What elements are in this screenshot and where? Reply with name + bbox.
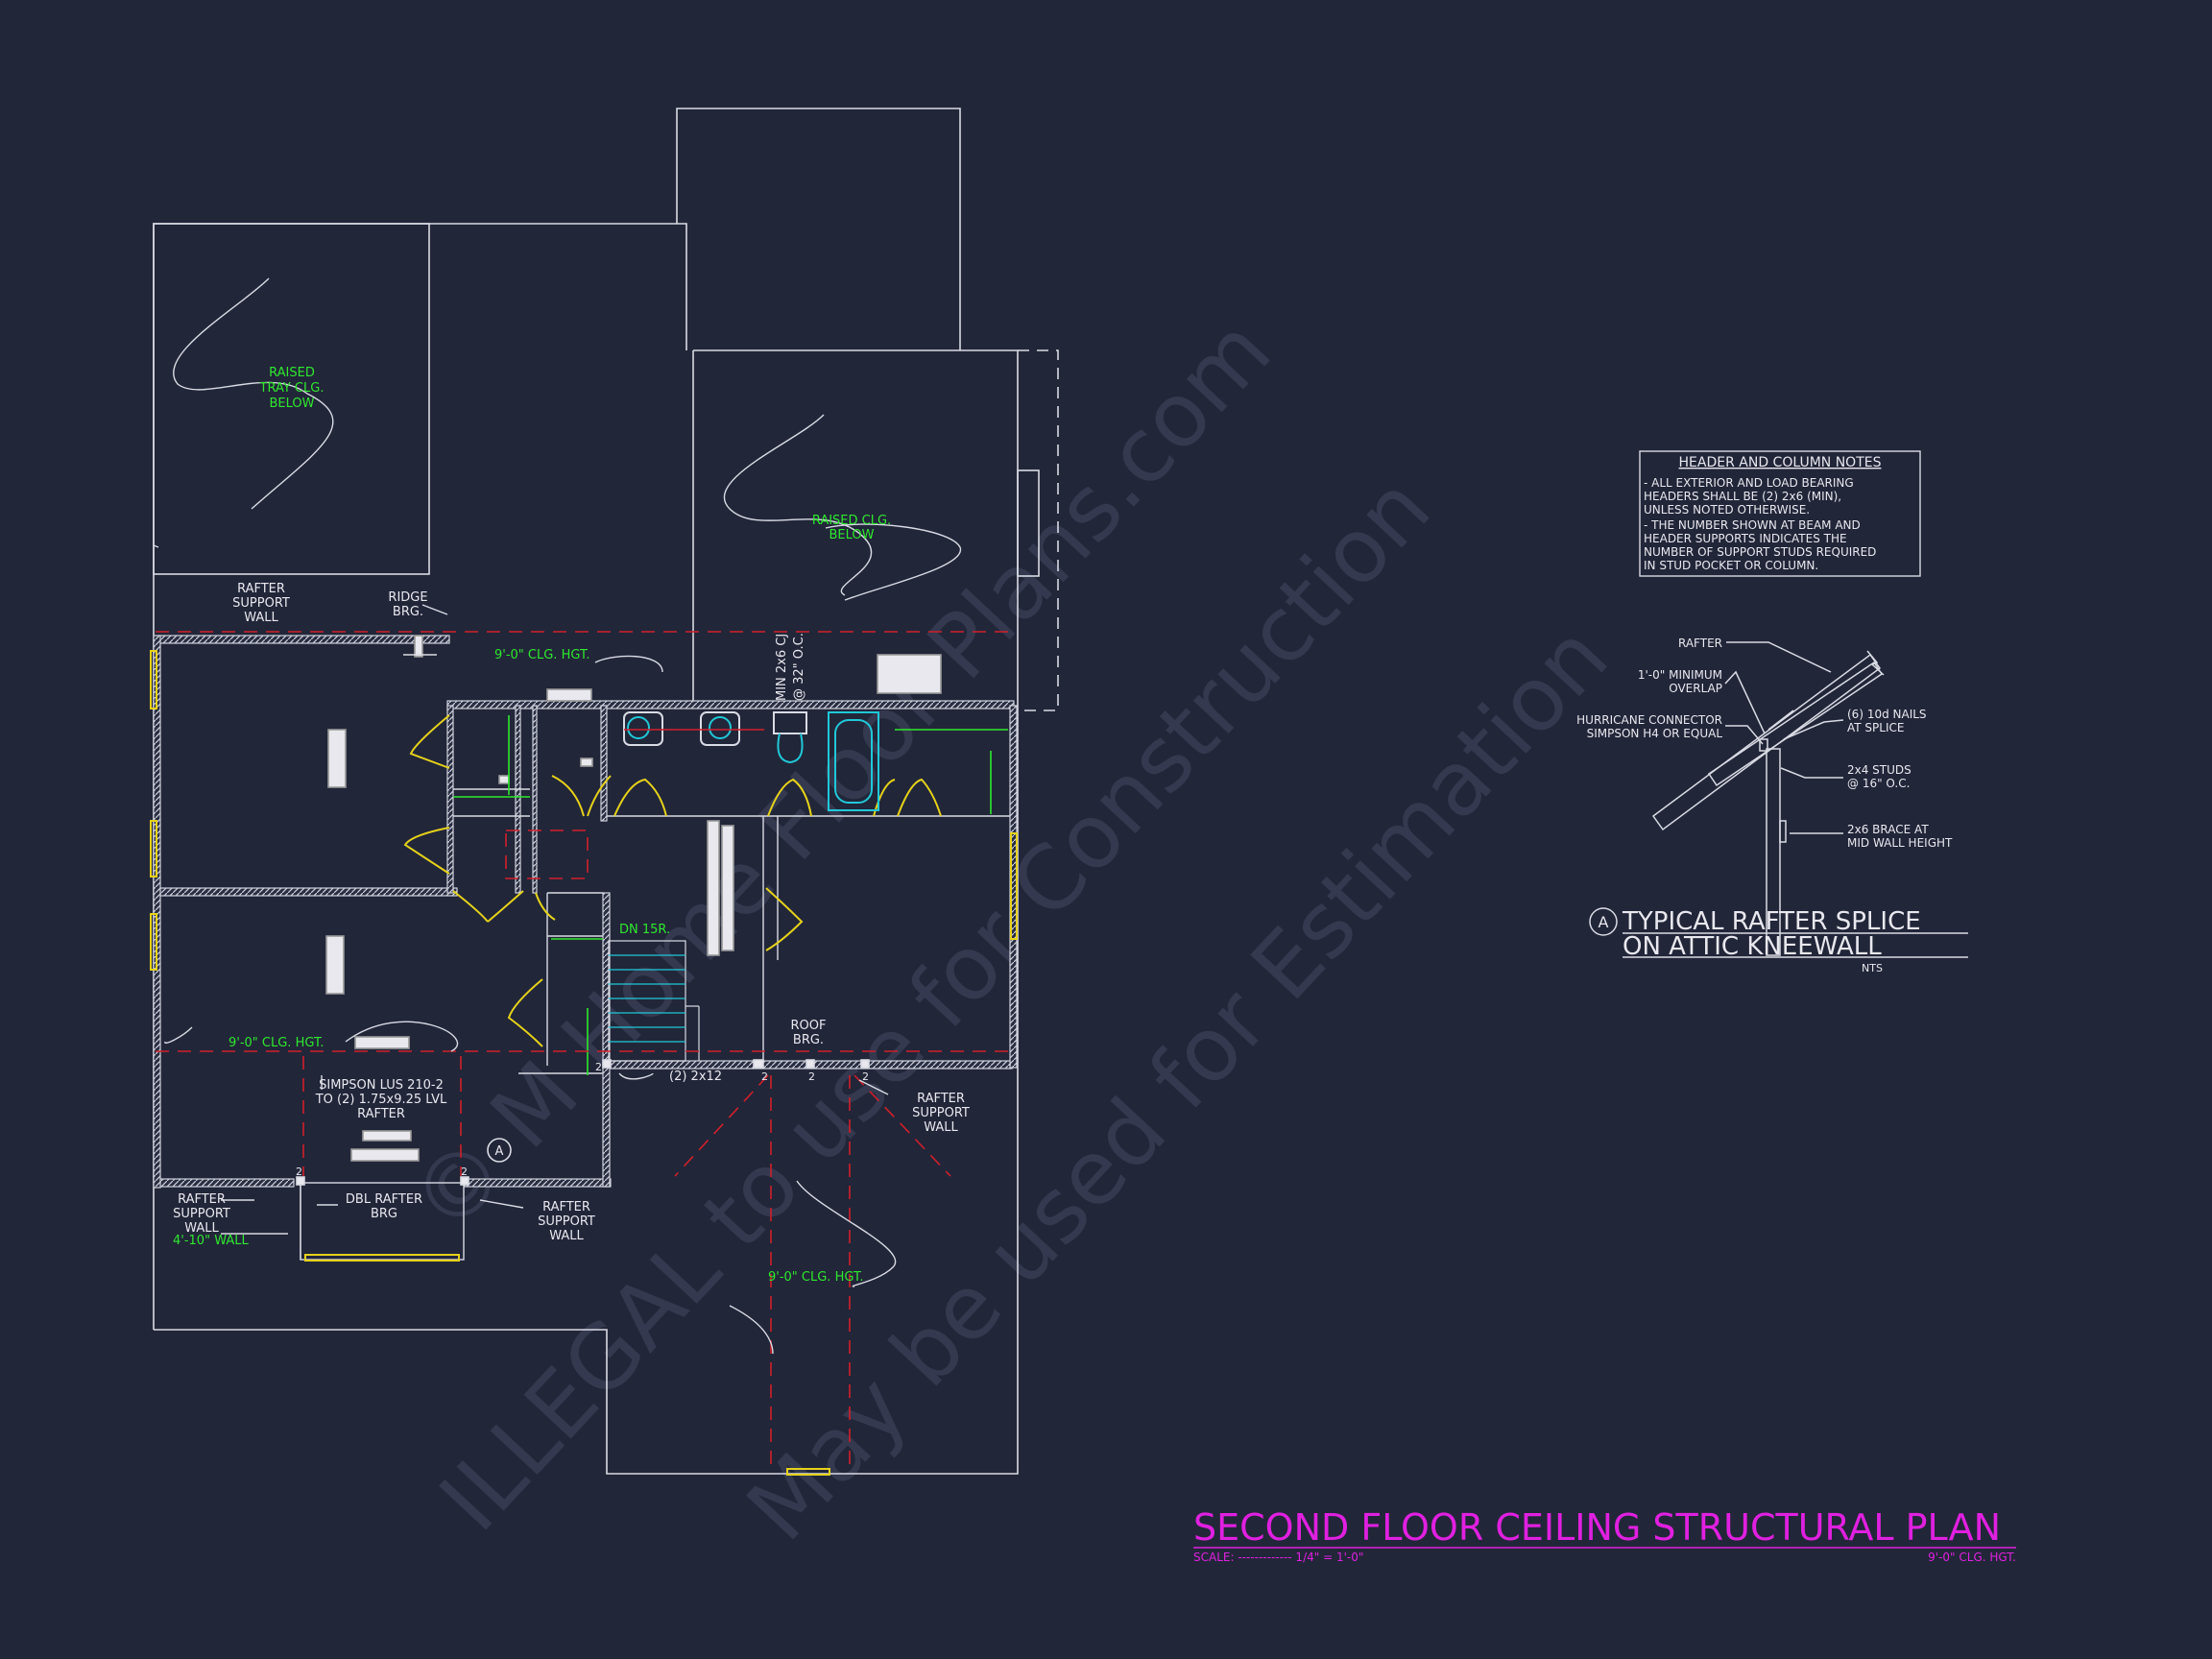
support-count: 2 bbox=[761, 1070, 768, 1083]
header-notes-title: HEADER AND COLUMN NOTES bbox=[1679, 455, 1882, 470]
simpson-note-3: RAFTER bbox=[357, 1107, 405, 1121]
leader-lines bbox=[153, 277, 961, 1355]
header-note-line: NUMBER OF SUPPORT STUDS REQUIRED bbox=[1644, 545, 1876, 559]
simpson-note-2: TO (2) 1.75x9.25 LVL bbox=[315, 1093, 447, 1107]
clg-hgt-left: 9'-0" CLG. HGT. bbox=[228, 1036, 325, 1050]
rafter-support-right-1: RAFTER bbox=[917, 1092, 965, 1106]
header-note-line: UNLESS NOTED OTHERWISE. bbox=[1644, 503, 1810, 517]
dbl-rafter-brg-2: BRG bbox=[371, 1207, 397, 1221]
kneewall-stud bbox=[1766, 748, 1781, 956]
header-notes: HEADER AND COLUMN NOTES - ALL EXTERIOR A… bbox=[1639, 450, 1921, 577]
detail-nts: NTS bbox=[1862, 962, 1883, 974]
raised-tray-label-2: TRAY CLG. bbox=[259, 381, 325, 396]
detail-tag: A bbox=[1599, 913, 1609, 931]
rafter-support-bc-1: RAFTER bbox=[542, 1200, 590, 1214]
plan-labels: RAISED TRAY CLG. BELOW RAISED CLG. BELOW… bbox=[173, 366, 970, 1285]
section-tag-circle bbox=[487, 1138, 512, 1163]
rafter-support-bl-1: RAFTER bbox=[178, 1192, 226, 1207]
clg-hgt-top: 9'-0" CLG. HGT. bbox=[494, 648, 590, 662]
floor-plan bbox=[150, 108, 1059, 1476]
clg-hgt-bottom: 9'-0" CLG. HGT. bbox=[768, 1270, 864, 1285]
rafter-support-top-1: RAFTER bbox=[237, 582, 285, 596]
detail-brace-1: 2x6 BRACE AT bbox=[1847, 823, 1929, 836]
rafter-splice-detail bbox=[1589, 641, 1968, 958]
support-count: 2 bbox=[808, 1070, 815, 1083]
raised-clg-label-1: RAISED CLG. bbox=[812, 514, 891, 528]
detail-hurricane-1: HURRICANE CONNECTOR bbox=[1576, 713, 1722, 727]
beams bbox=[325, 635, 942, 1162]
raised-clg-label-2: BELOW bbox=[830, 528, 875, 542]
raised-tray-label-1: RAISED bbox=[269, 366, 315, 380]
fixtures bbox=[623, 711, 879, 811]
detail-labels: RAFTER 1'-0" MINIMUM OVERLAP HURRICANE C… bbox=[1576, 637, 1953, 974]
rafter-support-bl-2: SUPPORT bbox=[173, 1207, 230, 1221]
detail-nails-1: (6) 10d NAILS bbox=[1847, 708, 1927, 721]
ridge-brg-1: RIDGE bbox=[388, 590, 427, 605]
rafter-support-top-3: WALL bbox=[244, 611, 278, 625]
rafter-support-bl-3: WALL bbox=[184, 1221, 219, 1236]
min-cj-2: @ 32" O.C. bbox=[792, 633, 806, 701]
partitions bbox=[300, 788, 1011, 1261]
rafter-support-right-3: WALL bbox=[924, 1120, 958, 1135]
ridge-brg-2: BRG. bbox=[393, 605, 423, 619]
detail-overlap-1: 1'-0" MINIMUM bbox=[1638, 668, 1722, 682]
detail-hurricane-2: SIMPSON H4 OR EQUAL bbox=[1587, 727, 1723, 740]
plan-scale: SCALE: ------------- 1/4" = 1'-0" bbox=[1193, 1551, 1363, 1564]
detail-rafter: RAFTER bbox=[1678, 637, 1722, 650]
rafter-lower bbox=[1651, 653, 1882, 831]
header-note-line: HEADER SUPPORTS INDICATES THE bbox=[1644, 532, 1847, 545]
support-count: 2 bbox=[862, 1070, 869, 1083]
rafter-support-top-2: SUPPORT bbox=[232, 596, 290, 611]
support-count: 2 bbox=[461, 1166, 468, 1178]
detail-title-1: TYPICAL RAFTER SPLICE bbox=[1622, 907, 1921, 936]
bay-box bbox=[1017, 469, 1040, 577]
plan-title: SECOND FLOOR CEILING STRUCTURAL PLAN bbox=[1193, 1506, 2001, 1549]
support-count: 2 bbox=[595, 1061, 602, 1073]
dashed-extension bbox=[1018, 349, 1059, 711]
support-count: 2 bbox=[296, 1166, 302, 1178]
rafter-support-right-2: SUPPORT bbox=[912, 1106, 970, 1120]
header-2x12: (2) 2x12 bbox=[669, 1070, 722, 1084]
bearing-markers bbox=[296, 1059, 870, 1186]
header-note-line: HEADERS SHALL BE (2) 2x6 (MIN), bbox=[1644, 490, 1841, 503]
detail-title-2: ON ATTIC KNEEWALL bbox=[1623, 932, 1882, 961]
stair-label: DN 15R. bbox=[619, 923, 670, 937]
green-details bbox=[453, 715, 1008, 1075]
roof-brg-2: BRG. bbox=[793, 1033, 824, 1047]
detail-studs-1: 2x4 STUDS bbox=[1847, 763, 1911, 777]
simpson-note-1: SIMPSON LUS 210-2 bbox=[319, 1078, 444, 1093]
header-note-line: - THE NUMBER SHOWN AT BEAM AND bbox=[1644, 518, 1861, 532]
ridge-lines bbox=[156, 631, 1013, 1469]
outline-top-bump bbox=[676, 108, 961, 350]
roof-brg-1: ROOF bbox=[791, 1019, 827, 1033]
rafter-support-bc-3: WALL bbox=[549, 1229, 584, 1243]
detail-studs-2: @ 16" O.C. bbox=[1847, 777, 1910, 790]
title-block: SECOND FLOOR CEILING STRUCTURAL PLAN SCA… bbox=[1193, 1506, 2016, 1564]
tray-ceiling-box bbox=[153, 223, 430, 575]
header-note-line: - ALL EXTERIOR AND LOAD BEARING bbox=[1644, 476, 1854, 490]
header-note-line: IN STUD POCKET OR COLUMN. bbox=[1644, 559, 1818, 572]
rafter-support-bc-2: SUPPORT bbox=[538, 1214, 595, 1229]
plan-clg-note: 9'-0" CLG. HGT. bbox=[1928, 1551, 2016, 1564]
doors bbox=[150, 650, 1018, 1476]
detail-brace-2: MID WALL HEIGHT bbox=[1847, 836, 1953, 850]
wall-4-10: 4'-10" WALL bbox=[173, 1234, 249, 1248]
dbl-rafter-brg-1: DBL RAFTER bbox=[346, 1192, 422, 1207]
section-tag: A bbox=[495, 1144, 504, 1159]
detail-overlap-2: OVERLAP bbox=[1669, 682, 1722, 695]
detail-nails-2: AT SPLICE bbox=[1847, 721, 1904, 734]
detail-tag-circle bbox=[1589, 907, 1618, 936]
min-cj-1: MIN 2x6 CJ bbox=[775, 634, 789, 701]
raised-tray-label-3: BELOW bbox=[270, 397, 315, 411]
